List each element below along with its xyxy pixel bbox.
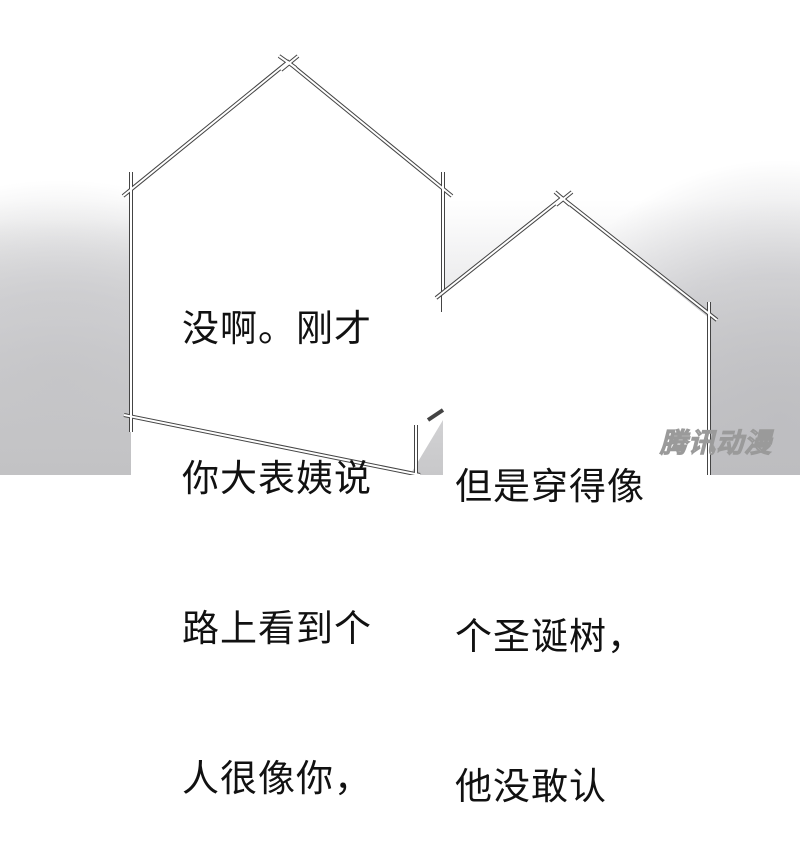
speech-bubble-right bbox=[426, 190, 719, 475]
ink-wash-right bbox=[700, 280, 800, 475]
speech-line: 但是穿得像 bbox=[455, 465, 645, 508]
speech-bubble-left bbox=[121, 54, 454, 475]
speech-line: 他没敢认 bbox=[455, 765, 607, 808]
speech-line: 没啊。刚才 bbox=[182, 307, 372, 350]
speech-line: 人很像你， bbox=[182, 757, 372, 800]
speech-text-left: 没啊。刚才 你大表姨说 路上看到个 人很像你， bbox=[182, 204, 372, 854]
speech-text-right: 但是穿得像 个圣诞树， 他没敢认 bbox=[455, 362, 645, 862]
speech-bubbles bbox=[121, 54, 719, 475]
speech-line: 你大表姨说 bbox=[182, 457, 372, 500]
speech-line: 个圣诞树， bbox=[455, 615, 645, 658]
speech-line: 路上看到个 bbox=[182, 607, 372, 650]
watermark-logo: 腾讯动漫 bbox=[660, 428, 772, 460]
